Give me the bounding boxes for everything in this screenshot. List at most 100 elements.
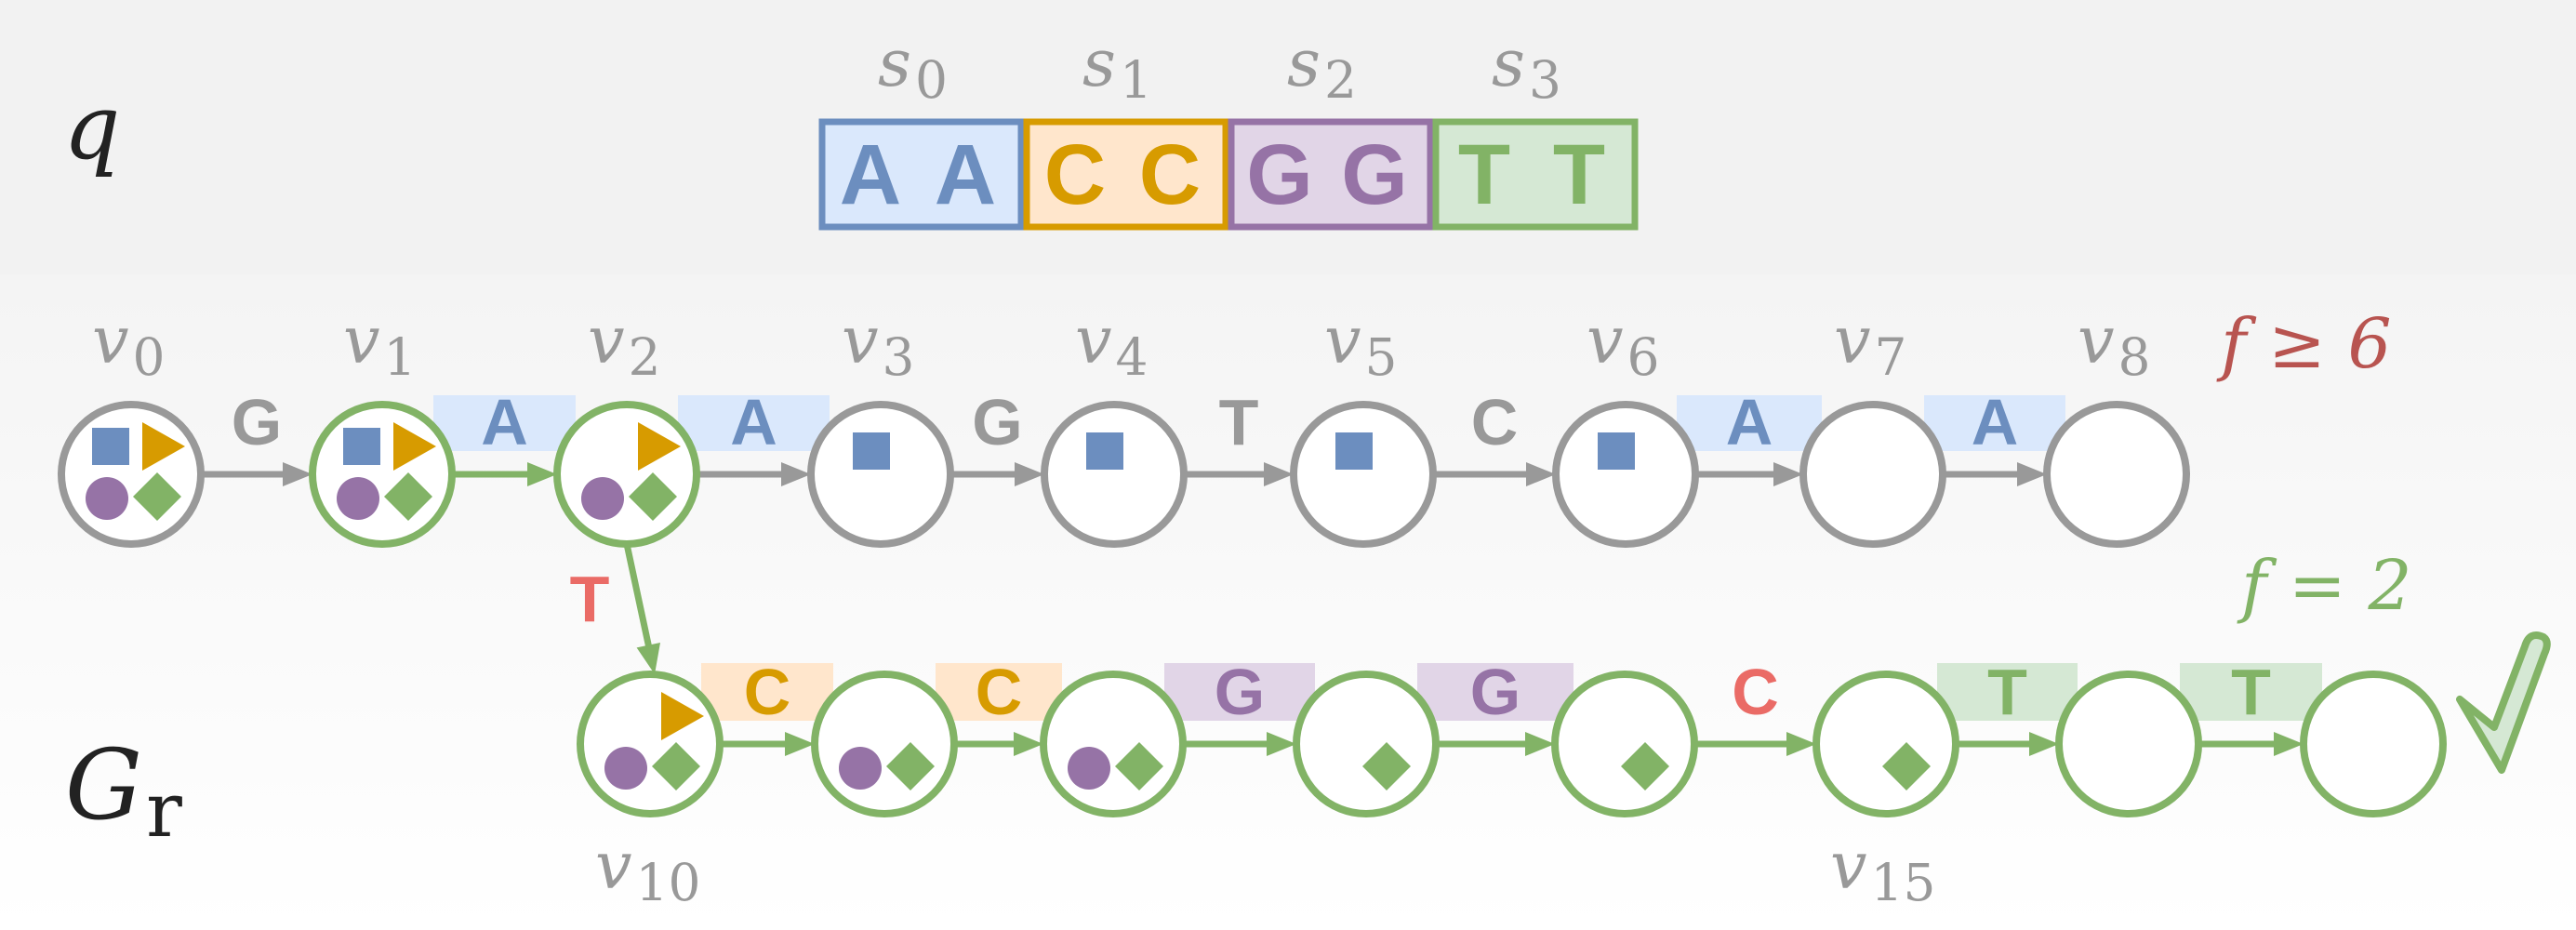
- bottom-node: [1040, 671, 1187, 817]
- top-edge-5-arrowhead: [1526, 462, 1556, 486]
- node-v0-circle-marker: [86, 477, 128, 520]
- node-label-v2: v2: [588, 302, 661, 387]
- top-edge-label: A: [1972, 386, 2019, 458]
- bottom-node: [1293, 671, 1440, 817]
- bottom-node-0-circle-marker: [604, 747, 647, 790]
- segment-label-s3: s3: [1492, 25, 1561, 110]
- check-mark-icon: [2456, 631, 2551, 774]
- node-v2: [553, 401, 700, 548]
- top-edge-label: C: [1471, 386, 1519, 458]
- bottom-edge-highlight: [936, 663, 1062, 721]
- top-edge-4-arrowhead: [1264, 462, 1294, 486]
- node-v1-square-marker: [343, 428, 380, 465]
- segment-label-s0: s0: [878, 25, 948, 110]
- bottom-edge-highlight: [2180, 663, 2322, 721]
- branch-edge-arrowhead: [636, 642, 661, 674]
- top-edge-1-arrowhead: [527, 462, 557, 486]
- node-v7: [1799, 401, 1946, 548]
- bottom-frequency-label: f = 2: [2237, 546, 2412, 626]
- node-v6-square-marker: [1598, 432, 1635, 470]
- top-edge-label: G: [232, 386, 282, 458]
- bottom-edge-label: G: [1470, 656, 1520, 728]
- query-segment-1: [1023, 118, 1229, 231]
- node-v4: [1041, 401, 1188, 548]
- bottom-node-0-triangle-marker: [661, 692, 704, 740]
- query-letter: A: [935, 127, 996, 222]
- bottom-node: [811, 671, 958, 817]
- bottom-node-2-circle-marker: [1068, 747, 1110, 790]
- node-label-v4: v4: [1075, 302, 1149, 387]
- bottom-edge-label: G: [1215, 656, 1265, 728]
- bottom-node-5-diamond-marker: [1882, 742, 1931, 790]
- query-letter: T: [1553, 127, 1605, 222]
- node-v0: [58, 401, 205, 548]
- query-segment-3: [1432, 118, 1639, 231]
- top-frequency-label: f ≥ 6: [2216, 304, 2392, 384]
- query-letter: C: [1044, 127, 1106, 222]
- node-v1-triangle-marker: [393, 422, 436, 471]
- query-segment-2: [1228, 118, 1434, 231]
- node-v0-square-marker: [92, 428, 129, 465]
- node-v1: [309, 401, 456, 548]
- top-edge-0-arrowhead: [283, 462, 312, 486]
- top-edge-2-arrowhead: [781, 462, 811, 486]
- query-segment-0: [818, 118, 1025, 231]
- bottom-edge-5-arrowhead: [2029, 732, 2059, 756]
- segment-label-s2: s2: [1287, 25, 1357, 110]
- bottom-edge-2-arrowhead: [1267, 732, 1296, 756]
- segment-label-s1: s1: [1082, 25, 1152, 110]
- branch-edge-line: [623, 543, 653, 650]
- top-edge-highlight: [1924, 395, 2065, 451]
- node-label-v7: v7: [1834, 302, 1907, 387]
- bottom-edge-label: C: [1732, 656, 1779, 728]
- bottom-node-1-circle-marker: [839, 747, 882, 790]
- top-edge-7-arrowhead: [2017, 462, 2047, 486]
- query-letter: T: [1458, 127, 1510, 222]
- query-letter: G: [1246, 127, 1313, 222]
- node-v1-circle-marker: [337, 477, 379, 520]
- bottom-node-2-diamond-marker: [1115, 742, 1163, 790]
- bottom-node-0-diamond-marker: [652, 742, 700, 790]
- node-label-v5: v5: [1324, 302, 1398, 387]
- node-label-v6: v6: [1587, 302, 1660, 387]
- bottom-edge-6-arrowhead: [2274, 732, 2304, 756]
- top-edge-label: A: [1726, 386, 1773, 458]
- bottom-edge-label: C: [976, 656, 1023, 728]
- bottom-edge-4-arrowhead: [1786, 732, 1816, 756]
- bottom-edge-1-arrowhead: [1014, 732, 1043, 756]
- node-v1-diamond-marker: [384, 472, 432, 521]
- node-label-v8: v8: [2078, 302, 2151, 387]
- node-label-v15: v15: [1830, 828, 1936, 912]
- bottom-node-3-diamond-marker: [1362, 742, 1411, 790]
- bottom-edge-label: T: [1987, 656, 2027, 728]
- node-v2-triangle-marker: [638, 422, 681, 471]
- top-edge-label: T: [1219, 386, 1259, 458]
- branch-edge-label: T: [570, 563, 610, 635]
- bottom-node: [2300, 671, 2447, 817]
- node-label-v10: v10: [595, 828, 701, 912]
- graph-band: [0, 274, 2576, 930]
- node-label-v0: v0: [92, 302, 166, 387]
- node-v5-square-marker: [1335, 432, 1373, 470]
- node-v5: [1290, 401, 1437, 548]
- node-v2-diamond-marker: [629, 472, 677, 521]
- bottom-edge-highlight: [1937, 663, 2078, 721]
- bottom-edge-label: C: [744, 656, 791, 728]
- node-v2-circle-marker: [581, 477, 624, 520]
- bottom-node-4-diamond-marker: [1621, 742, 1669, 790]
- bottom-edge-0-arrowhead: [785, 732, 815, 756]
- top-edge-6-arrowhead: [1773, 462, 1803, 486]
- bottom-node: [577, 671, 724, 817]
- bottom-edge-highlight: [701, 663, 833, 721]
- node-v4-square-marker: [1086, 432, 1123, 470]
- top-edge-label: A: [730, 386, 777, 458]
- graph-label: Gr: [65, 728, 182, 855]
- node-v8: [2043, 401, 2190, 548]
- node-v6: [1552, 401, 1699, 548]
- node-v3: [807, 401, 954, 548]
- query-letter: A: [840, 127, 901, 222]
- bottom-edge-3-arrowhead: [1525, 732, 1555, 756]
- bottom-edge-highlight: [1164, 663, 1315, 721]
- node-v3-square-marker: [853, 432, 890, 470]
